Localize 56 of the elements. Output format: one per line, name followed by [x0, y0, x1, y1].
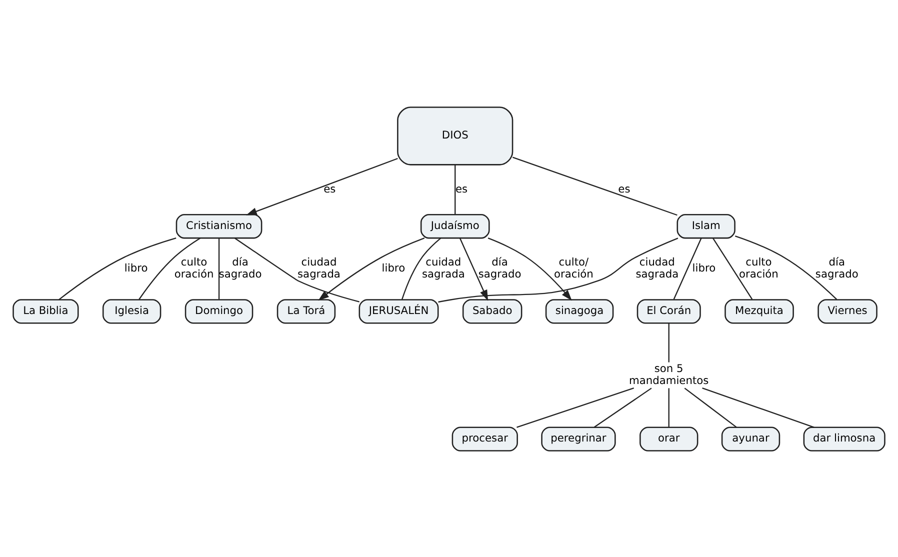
arrow	[488, 237, 572, 300]
arrow	[246, 157, 398, 215]
connector	[594, 387, 652, 428]
node-text: son 5 mandamientos	[629, 362, 709, 386]
node-box: orar	[640, 426, 698, 451]
connector	[702, 387, 814, 428]
connector	[454, 164, 456, 214]
arrow	[459, 238, 488, 300]
node-box: Domingo	[184, 298, 254, 324]
connector	[516, 387, 634, 428]
node-box: dar limosna	[803, 426, 886, 451]
connector	[668, 388, 670, 426]
edge-label: ciudad sagrada	[636, 255, 679, 280]
edge-label: es	[324, 182, 336, 195]
edge-label: día sagrado	[218, 255, 262, 280]
node-box: JERUSALÉN	[358, 298, 439, 324]
node-box: Iglesia	[102, 298, 162, 324]
connector	[712, 237, 753, 300]
arrow	[318, 237, 425, 300]
edge-label: culto/ oración	[554, 255, 594, 280]
edge-label: culto oración	[174, 255, 214, 280]
connector	[673, 238, 702, 299]
edge-label: día sagrado	[815, 255, 858, 280]
connector	[218, 238, 220, 299]
connector	[438, 237, 678, 302]
node-box: peregrinar	[541, 426, 616, 451]
edge-label: es	[455, 182, 468, 195]
node-box: El Corán	[636, 298, 701, 324]
edge-label: día sagrado	[478, 255, 522, 280]
node-box: Mezquita	[724, 298, 794, 324]
node-box: Judaísmo	[420, 214, 490, 238]
node-box: La Torá	[276, 298, 336, 324]
node-box: procesar	[452, 426, 518, 451]
node-box: ayunar	[721, 426, 780, 451]
edge-label: ciudad sagrada	[298, 255, 340, 280]
connector	[58, 237, 176, 300]
node-box: DIOS	[397, 106, 514, 165]
edge-label: culto oración	[739, 255, 778, 280]
node-box: La Biblia	[12, 298, 79, 324]
edge-label: libro	[124, 261, 148, 274]
node-box: Islam	[676, 214, 736, 238]
edge-label: libro	[382, 261, 406, 274]
node-box: Viernes	[818, 298, 878, 324]
edge-label: libro	[692, 261, 716, 274]
connector	[234, 237, 360, 302]
connector	[668, 322, 670, 362]
node-box: Cristianismo	[176, 214, 262, 238]
node-box: sinagoga	[545, 298, 614, 324]
connector	[512, 156, 678, 216]
edge-label: es	[618, 182, 630, 195]
connector	[138, 237, 201, 300]
connector	[401, 237, 442, 300]
connector	[734, 234, 838, 300]
node-box: Sabado	[462, 298, 522, 324]
edge-label: cuidad sagrada	[422, 255, 465, 280]
connector	[684, 387, 737, 428]
